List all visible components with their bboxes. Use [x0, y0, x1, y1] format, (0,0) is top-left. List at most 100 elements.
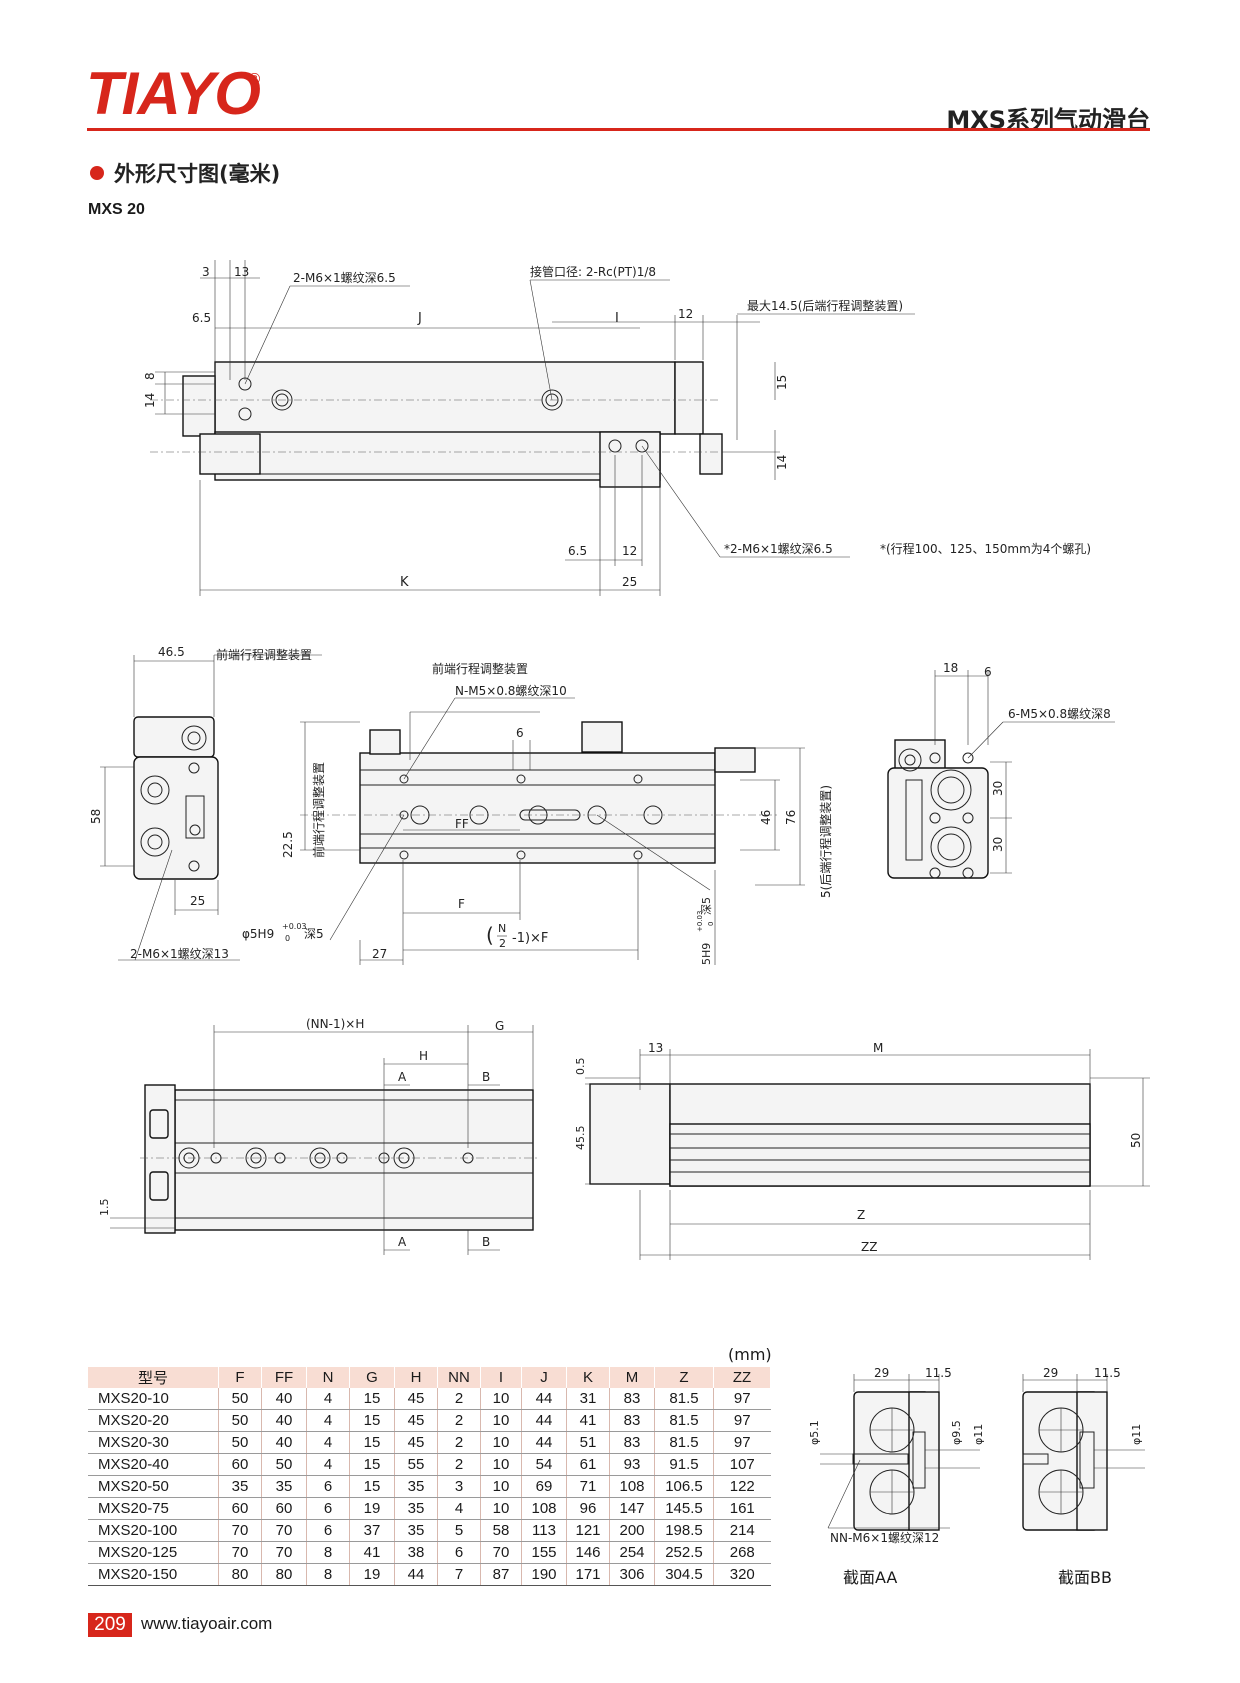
column-header: 型号	[88, 1367, 219, 1388]
svg-text:25: 25	[622, 575, 637, 589]
svg-text:+0.03: +0.03	[282, 922, 307, 931]
svg-text:8: 8	[143, 372, 157, 380]
table-cell: 6	[437, 1541, 481, 1564]
table-cell: 6	[306, 1519, 350, 1542]
table-cell: 15	[349, 1453, 395, 1476]
port-hole	[271, 389, 293, 411]
svg-text:45.5: 45.5	[574, 1126, 587, 1151]
column-header: K	[566, 1367, 610, 1388]
svg-text:A: A	[398, 1070, 407, 1084]
svg-text:φ9.5: φ9.5	[950, 1420, 963, 1445]
svg-text:深5: 深5	[700, 897, 713, 915]
table-cell: 60	[261, 1497, 307, 1520]
table-cell: 19	[349, 1497, 395, 1520]
table-cell: 2	[437, 1453, 481, 1476]
table-cell: 2	[437, 1409, 481, 1432]
svg-text:N-M5×0.8螺纹深10: N-M5×0.8螺纹深10	[455, 684, 567, 698]
table-cell: 83	[609, 1431, 655, 1454]
table-cell: 50	[261, 1453, 307, 1476]
table-cell: 2	[437, 1431, 481, 1454]
svg-text:2: 2	[499, 937, 506, 950]
svg-text:(NN-1)×H: (NN-1)×H	[306, 1017, 364, 1031]
table-cell: 40	[261, 1431, 307, 1454]
table-cell: 81.5	[654, 1409, 714, 1432]
table-cell: 306	[609, 1563, 655, 1586]
svg-text:30: 30	[991, 781, 1005, 796]
table-cell: MXS20-150	[88, 1563, 219, 1586]
section-title: 外形尺寸图(毫米)	[114, 162, 281, 186]
table-cell: 83	[609, 1388, 655, 1410]
column-header: G	[349, 1367, 395, 1388]
table-cell: 8	[306, 1541, 350, 1564]
table-cell: 60	[218, 1453, 262, 1476]
svg-text:5H9: 5H9	[700, 943, 713, 965]
table-cell: 35	[394, 1475, 438, 1498]
table-cell: 161	[713, 1497, 771, 1520]
table-cell: 108	[521, 1497, 567, 1520]
table-cell: MXS20-30	[88, 1431, 219, 1454]
table-cell: 50	[218, 1388, 262, 1410]
column-header: I	[480, 1367, 522, 1388]
svg-text:0.5: 0.5	[574, 1058, 587, 1076]
table-cell: 35	[261, 1475, 307, 1498]
svg-text:ZZ: ZZ	[861, 1240, 877, 1254]
table-cell: 268	[713, 1541, 771, 1564]
svg-text:11.5: 11.5	[1094, 1366, 1121, 1380]
svg-text:-1)×F: -1)×F	[512, 931, 548, 946]
column-header: M	[609, 1367, 655, 1388]
front-end-plate	[182, 375, 216, 437]
table-cell: 146	[566, 1541, 610, 1564]
svg-text:6.5: 6.5	[568, 544, 587, 558]
table-cell: 10	[480, 1497, 522, 1520]
rear-block	[599, 431, 661, 488]
table-cell: 81.5	[654, 1431, 714, 1454]
svg-text:2-M6×1螺纹深6.5: 2-M6×1螺纹深6.5	[293, 271, 396, 285]
svg-text:3: 3	[202, 265, 210, 279]
table-cell: 15	[349, 1431, 395, 1454]
svg-text:A: A	[398, 1235, 407, 1249]
bottom-view: (NN-1)×H G H A B A B 1.5	[98, 1017, 540, 1255]
table-cell: MXS20-20	[88, 1409, 219, 1432]
table-cell: 58	[480, 1519, 522, 1542]
table-cell: 10	[480, 1431, 522, 1454]
table-cell: 121	[566, 1519, 610, 1542]
svg-text:I: I	[615, 311, 619, 326]
svg-text:27: 27	[372, 947, 387, 961]
table-cell: 10	[480, 1475, 522, 1498]
rear-adjuster-block	[674, 361, 704, 435]
column-header: ZZ	[713, 1367, 771, 1388]
svg-text:接管口径: 2-Rc(PT)1/8: 接管口径: 2-Rc(PT)1/8	[530, 264, 656, 279]
column-header: N	[306, 1367, 350, 1388]
svg-text:11.5: 11.5	[925, 1366, 952, 1380]
table-cell: 4	[306, 1453, 350, 1476]
table-cell: 45	[394, 1388, 438, 1410]
table-cell: 155	[521, 1541, 567, 1564]
svg-text:G: G	[495, 1019, 504, 1033]
table-cell: 70	[480, 1541, 522, 1564]
table-cell: MXS20-40	[88, 1453, 219, 1476]
svg-text:FF: FF	[455, 817, 469, 831]
table-cell: 37	[349, 1519, 395, 1542]
svg-text:25: 25	[190, 894, 205, 908]
top-view: 3 13 6.5 8 14 J I 12 15 14 6.5 12 K 25 2…	[143, 260, 1091, 596]
model-heading: MXS 20	[88, 201, 145, 218]
website-link[interactable]: www.tiayoair.com	[141, 1614, 273, 1633]
svg-text:13: 13	[234, 265, 249, 279]
svg-text:B: B	[482, 1235, 490, 1249]
table-cell: 145.5	[654, 1497, 714, 1520]
table-cell: 61	[566, 1453, 610, 1476]
column-header: Z	[654, 1367, 714, 1388]
header-rule	[87, 128, 1150, 131]
svg-text:13: 13	[648, 1041, 663, 1055]
table-cell: 4	[306, 1409, 350, 1432]
bullet-dot-icon	[90, 166, 104, 180]
svg-text:(: (	[486, 923, 494, 947]
svg-text:φ11: φ11	[972, 1424, 985, 1445]
svg-text:N: N	[498, 922, 506, 935]
table-cell: 6	[306, 1497, 350, 1520]
